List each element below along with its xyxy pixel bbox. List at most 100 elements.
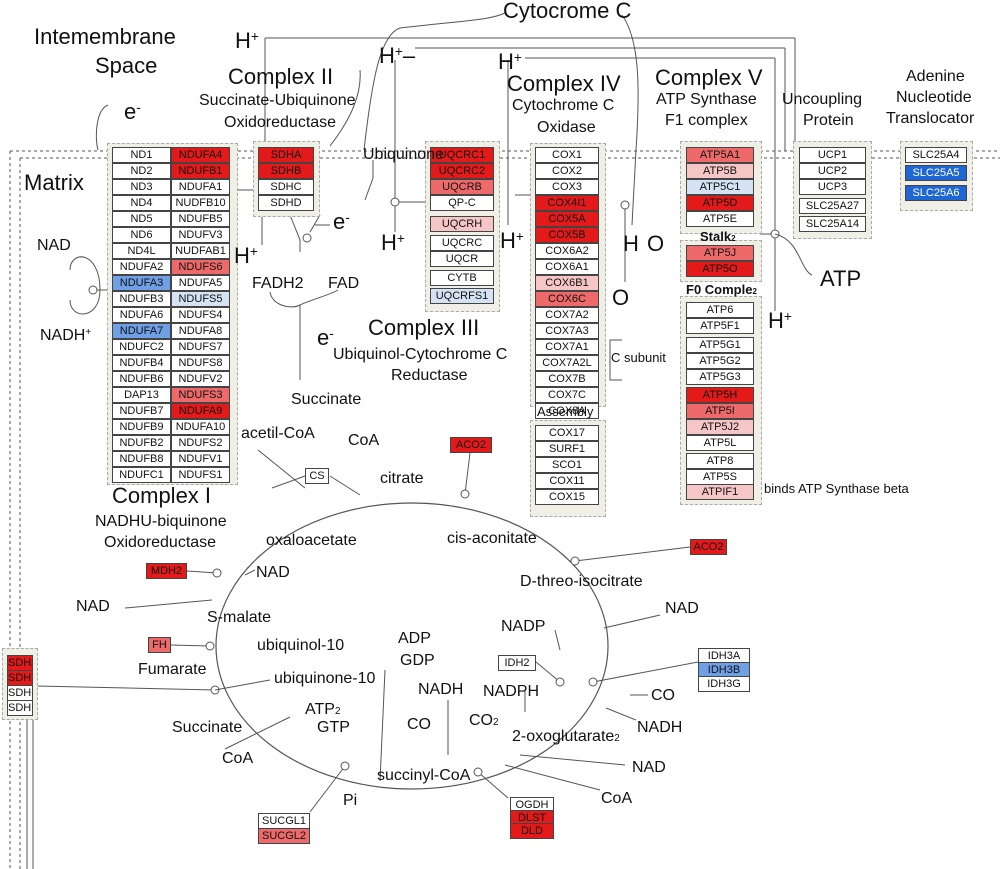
gene-box[interactable]: ATP8 [686, 453, 754, 469]
gene-box[interactable]: ATP5B [686, 163, 754, 179]
gene-box[interactable]: NDUFV1 [171, 451, 230, 467]
gene-box[interactable]: QP-C [430, 195, 494, 211]
gene-box[interactable]: ATP5A1 [686, 147, 754, 163]
gene-box[interactable]: UQCRH [430, 216, 494, 232]
gene-box[interactable]: SLC25A6 [905, 185, 967, 201]
gene-box[interactable]: COX15 [535, 489, 599, 505]
gene-box[interactable]: ND4L [112, 243, 171, 259]
gene-box[interactable]: COX1 [535, 147, 599, 163]
gene-box[interactable]: NDUFS7 [171, 339, 230, 355]
gene-box[interactable]: NDUFA10 [171, 419, 230, 435]
gene-box[interactable]: UQCR [430, 251, 494, 267]
gene-box[interactable]: NDUFC2 [112, 339, 171, 355]
gene-box[interactable]: ATP5L [686, 435, 754, 451]
gene-box[interactable]: ATP5S [686, 469, 754, 485]
gene-box[interactable]: COX2 [535, 163, 599, 179]
gene-box[interactable]: SDHD [7, 700, 33, 716]
gene-box[interactable]: NDUFS2 [171, 435, 230, 451]
gene-box[interactable]: SCO1 [535, 457, 599, 473]
gene-box[interactable]: NDUFA7 [112, 323, 171, 339]
gene-box[interactable]: NDUFB5 [171, 211, 230, 227]
gene-box[interactable]: NDUFB8 [112, 451, 171, 467]
gene-box[interactable]: FH [148, 637, 171, 653]
gene-box[interactable]: NDUFS4 [171, 307, 230, 323]
gene-box[interactable]: UQCRC [430, 235, 494, 251]
gene-box[interactable]: COX7A3 [535, 323, 599, 339]
gene-box[interactable]: SLC25A27 [799, 198, 866, 214]
gene-box[interactable]: NDUFA6 [112, 307, 171, 323]
gene-box[interactable]: COX8A [535, 403, 599, 419]
gene-box[interactable]: COX7A1 [535, 339, 599, 355]
gene-box[interactable]: COX11 [535, 473, 599, 489]
gene-box[interactable]: NDUFA8 [171, 323, 230, 339]
gene-box[interactable]: ATP5F1 [686, 318, 754, 334]
gene-box[interactable]: ATP5I [686, 403, 754, 419]
gene-box[interactable]: COX6B1 [535, 275, 599, 291]
gene-box[interactable]: ATP5O [686, 261, 754, 277]
gene-box[interactable]: NDUFB6 [112, 371, 171, 387]
gene-box[interactable]: NDUFC1 [112, 467, 171, 483]
gene-box[interactable]: IDH3B [698, 662, 750, 678]
gene-box[interactable]: UQCRC1 [430, 147, 494, 163]
gene-box[interactable]: COX5B [535, 227, 599, 243]
gene-box[interactable]: ATP6 [686, 302, 754, 318]
gene-box[interactable]: ATPIF1 [686, 484, 754, 500]
gene-box[interactable]: ATP5G1 [686, 337, 754, 353]
gene-box[interactable]: DAP13 [112, 387, 171, 403]
gene-box[interactable]: NDUFB3 [112, 291, 171, 307]
gene-box[interactable]: COX6A2 [535, 243, 599, 259]
gene-box[interactable]: ACO2 [690, 539, 727, 555]
gene-box[interactable]: ND3 [112, 179, 171, 195]
gene-box[interactable]: SLC25A14 [799, 216, 866, 232]
gene-box[interactable]: COX7A2L [535, 355, 599, 371]
gene-box[interactable]: COX17 [535, 425, 599, 441]
gene-box[interactable]: SUCGL1 [258, 813, 310, 829]
gene-box[interactable]: NDUFS5 [171, 291, 230, 307]
gene-box[interactable]: OGDH [510, 797, 554, 813]
gene-box[interactable]: ND5 [112, 211, 171, 227]
gene-box[interactable]: UCP2 [799, 163, 866, 179]
gene-box[interactable]: CYTB [430, 270, 494, 286]
gene-box[interactable]: SDHC [7, 685, 33, 701]
gene-box[interactable]: ATP5H [686, 387, 754, 403]
gene-box[interactable]: ND6 [112, 227, 171, 243]
gene-box[interactable]: NUDFAB1 [171, 243, 230, 259]
gene-box[interactable]: NDUFS6 [171, 259, 230, 275]
gene-box[interactable]: IDH3G [698, 676, 750, 692]
gene-box[interactable]: COX4I1 [535, 195, 599, 211]
gene-box[interactable]: ND1 [112, 147, 171, 163]
gene-box[interactable]: SDHD [258, 195, 314, 211]
gene-box[interactable]: COX7C [535, 387, 599, 403]
gene-box[interactable]: NDUFB1 [171, 163, 230, 179]
gene-box[interactable]: UCP3 [799, 179, 866, 195]
gene-box[interactable]: ATP5J2 [686, 419, 754, 435]
gene-box[interactable]: COX6C [535, 291, 599, 307]
gene-box[interactable]: IDH2 [498, 655, 536, 671]
gene-box[interactable]: ATP5D [686, 195, 754, 211]
gene-box[interactable]: SLC25A4 [905, 147, 967, 163]
gene-box[interactable]: DLD [510, 823, 554, 839]
gene-box[interactable]: NDUFA5 [171, 275, 230, 291]
gene-box[interactable]: SDHB [258, 163, 314, 179]
gene-box[interactable]: NDUFA4 [171, 147, 230, 163]
gene-box[interactable]: UQCRB [430, 179, 494, 195]
gene-box[interactable]: ATP5G3 [686, 369, 754, 385]
gene-box[interactable]: CS [305, 468, 329, 484]
gene-box[interactable]: NDUFS1 [171, 467, 230, 483]
gene-box[interactable]: NDUFB7 [112, 403, 171, 419]
gene-box[interactable]: UCP1 [799, 147, 866, 163]
gene-box[interactable]: NUDFB10 [171, 195, 230, 211]
gene-box[interactable]: ACO2 [450, 437, 492, 453]
gene-box[interactable]: UQCRC2 [430, 163, 494, 179]
gene-box[interactable]: NDUFB2 [112, 435, 171, 451]
gene-box[interactable]: ND2 [112, 163, 171, 179]
gene-box[interactable]: ATP5J [686, 245, 754, 261]
gene-box[interactable]: COX6A1 [535, 259, 599, 275]
gene-box[interactable]: NDUFA2 [112, 259, 171, 275]
gene-box[interactable]: ATP5G2 [686, 353, 754, 369]
gene-box[interactable]: IDH3A [698, 648, 750, 664]
gene-box[interactable]: NDUFS8 [171, 355, 230, 371]
gene-box[interactable]: ND4 [112, 195, 171, 211]
gene-box[interactable]: NDUFA9 [171, 403, 230, 419]
gene-box[interactable]: COX3 [535, 179, 599, 195]
